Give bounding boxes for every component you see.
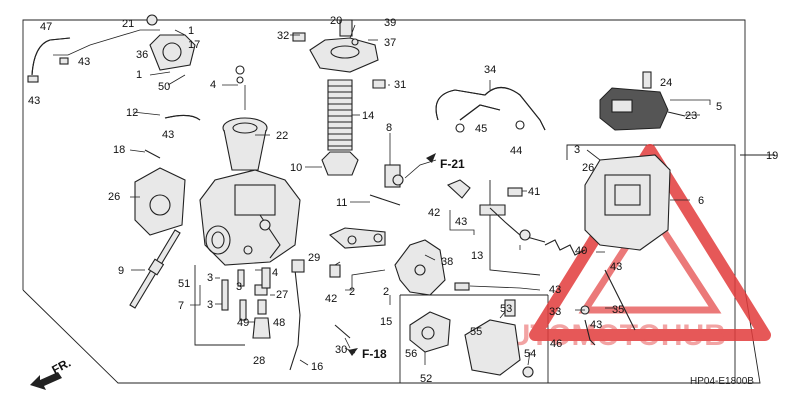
- ref-8: 8: [386, 122, 392, 134]
- ref-5: 5: [716, 101, 722, 113]
- ref-19: 19: [766, 150, 778, 162]
- reference-labels: 47 43 43 21 1 17 36 1 50 4 12 43 22 18 2…: [28, 15, 778, 387]
- front-label: FR.: [49, 356, 73, 377]
- ref-33: 33: [549, 306, 561, 318]
- ref-37: 37: [384, 37, 396, 49]
- ref-3: 3: [574, 144, 580, 156]
- ref-43: 43: [590, 319, 602, 331]
- ref-21: 21: [122, 18, 134, 30]
- ref-2: 2: [349, 286, 355, 298]
- ref-14: 14: [362, 110, 374, 122]
- ref-30: 30: [335, 344, 347, 356]
- ref-3: 3: [207, 272, 213, 284]
- ref-11: 11: [336, 197, 347, 209]
- front-arrow: [30, 372, 62, 390]
- f21-arrow: [426, 153, 436, 163]
- ref-3: 3: [207, 299, 213, 311]
- callout-f18: F-18: [362, 347, 387, 361]
- ref-43: 43: [28, 95, 40, 107]
- ref-42: 42: [325, 293, 337, 305]
- ref-3: 3: [236, 281, 242, 293]
- ref-43: 43: [162, 129, 174, 141]
- ref-43: 43: [455, 216, 467, 228]
- ref-45: 45: [475, 123, 487, 135]
- ref-54: 54: [524, 348, 536, 360]
- ref-15: 15: [380, 316, 392, 328]
- ref-48: 48: [273, 317, 285, 329]
- ref-55: 55: [470, 326, 482, 338]
- ref-27: 27: [276, 289, 288, 301]
- part-shapes: [27, 14, 686, 378]
- ref-31: 31: [394, 79, 406, 91]
- ref-36: 36: [136, 49, 148, 61]
- diagram-code: HP04-E1800B: [690, 376, 754, 387]
- ref-4: 4: [210, 79, 216, 91]
- ref-17: 17: [188, 39, 200, 51]
- ref-34: 34: [484, 64, 496, 76]
- ref-12: 12: [126, 107, 138, 119]
- ref-2: 2: [383, 286, 389, 298]
- ref-42: 42: [428, 207, 440, 219]
- watermark-logo: AUTOMOTOHUB: [487, 144, 771, 352]
- ref-20: 20: [330, 15, 342, 27]
- ref-40: 40: [575, 245, 587, 257]
- ref-39: 39: [384, 17, 396, 29]
- ref-9: 9: [118, 265, 124, 277]
- ref-10: 10: [290, 162, 302, 174]
- ref-43: 43: [549, 284, 561, 296]
- watermark-text: AUTOMOTOHUB: [487, 319, 726, 352]
- ref-50: 50: [158, 81, 170, 93]
- ref-38: 38: [441, 256, 453, 268]
- ref-29: 29: [308, 252, 320, 264]
- ref-43: 43: [78, 56, 90, 68]
- ref-13: 13: [471, 250, 483, 262]
- ref-43: 43: [610, 261, 622, 273]
- ref-23: 23: [685, 110, 697, 122]
- ref-4: 4: [272, 267, 278, 279]
- ref-53: 53: [500, 303, 512, 315]
- ref-1: 1: [188, 25, 194, 37]
- ref-7: 7: [178, 300, 184, 312]
- ref-52: 52: [420, 373, 432, 385]
- ref-1: 1: [136, 69, 142, 81]
- ref-46: 46: [550, 338, 562, 350]
- ref-44: 44: [510, 145, 522, 157]
- ref-18: 18: [113, 144, 125, 156]
- ref-41: 41: [528, 186, 540, 198]
- ref-49: 49: [237, 317, 249, 329]
- f18-arrow: [348, 348, 358, 356]
- ref-56: 56: [405, 348, 417, 360]
- ref-47: 47: [40, 21, 52, 33]
- ref-51: 51: [178, 278, 190, 290]
- ref-22: 22: [276, 130, 288, 142]
- callout-f21: F-21: [440, 157, 465, 171]
- ref-6: 6: [698, 195, 704, 207]
- ref-32: 32: [277, 30, 289, 42]
- ref-28: 28: [253, 355, 265, 367]
- ref-26: 26: [582, 162, 594, 174]
- ref-35: 35: [612, 304, 624, 316]
- ref-16: 16: [311, 361, 323, 373]
- ref-26: 26: [108, 191, 120, 203]
- ref-24: 24: [660, 77, 672, 89]
